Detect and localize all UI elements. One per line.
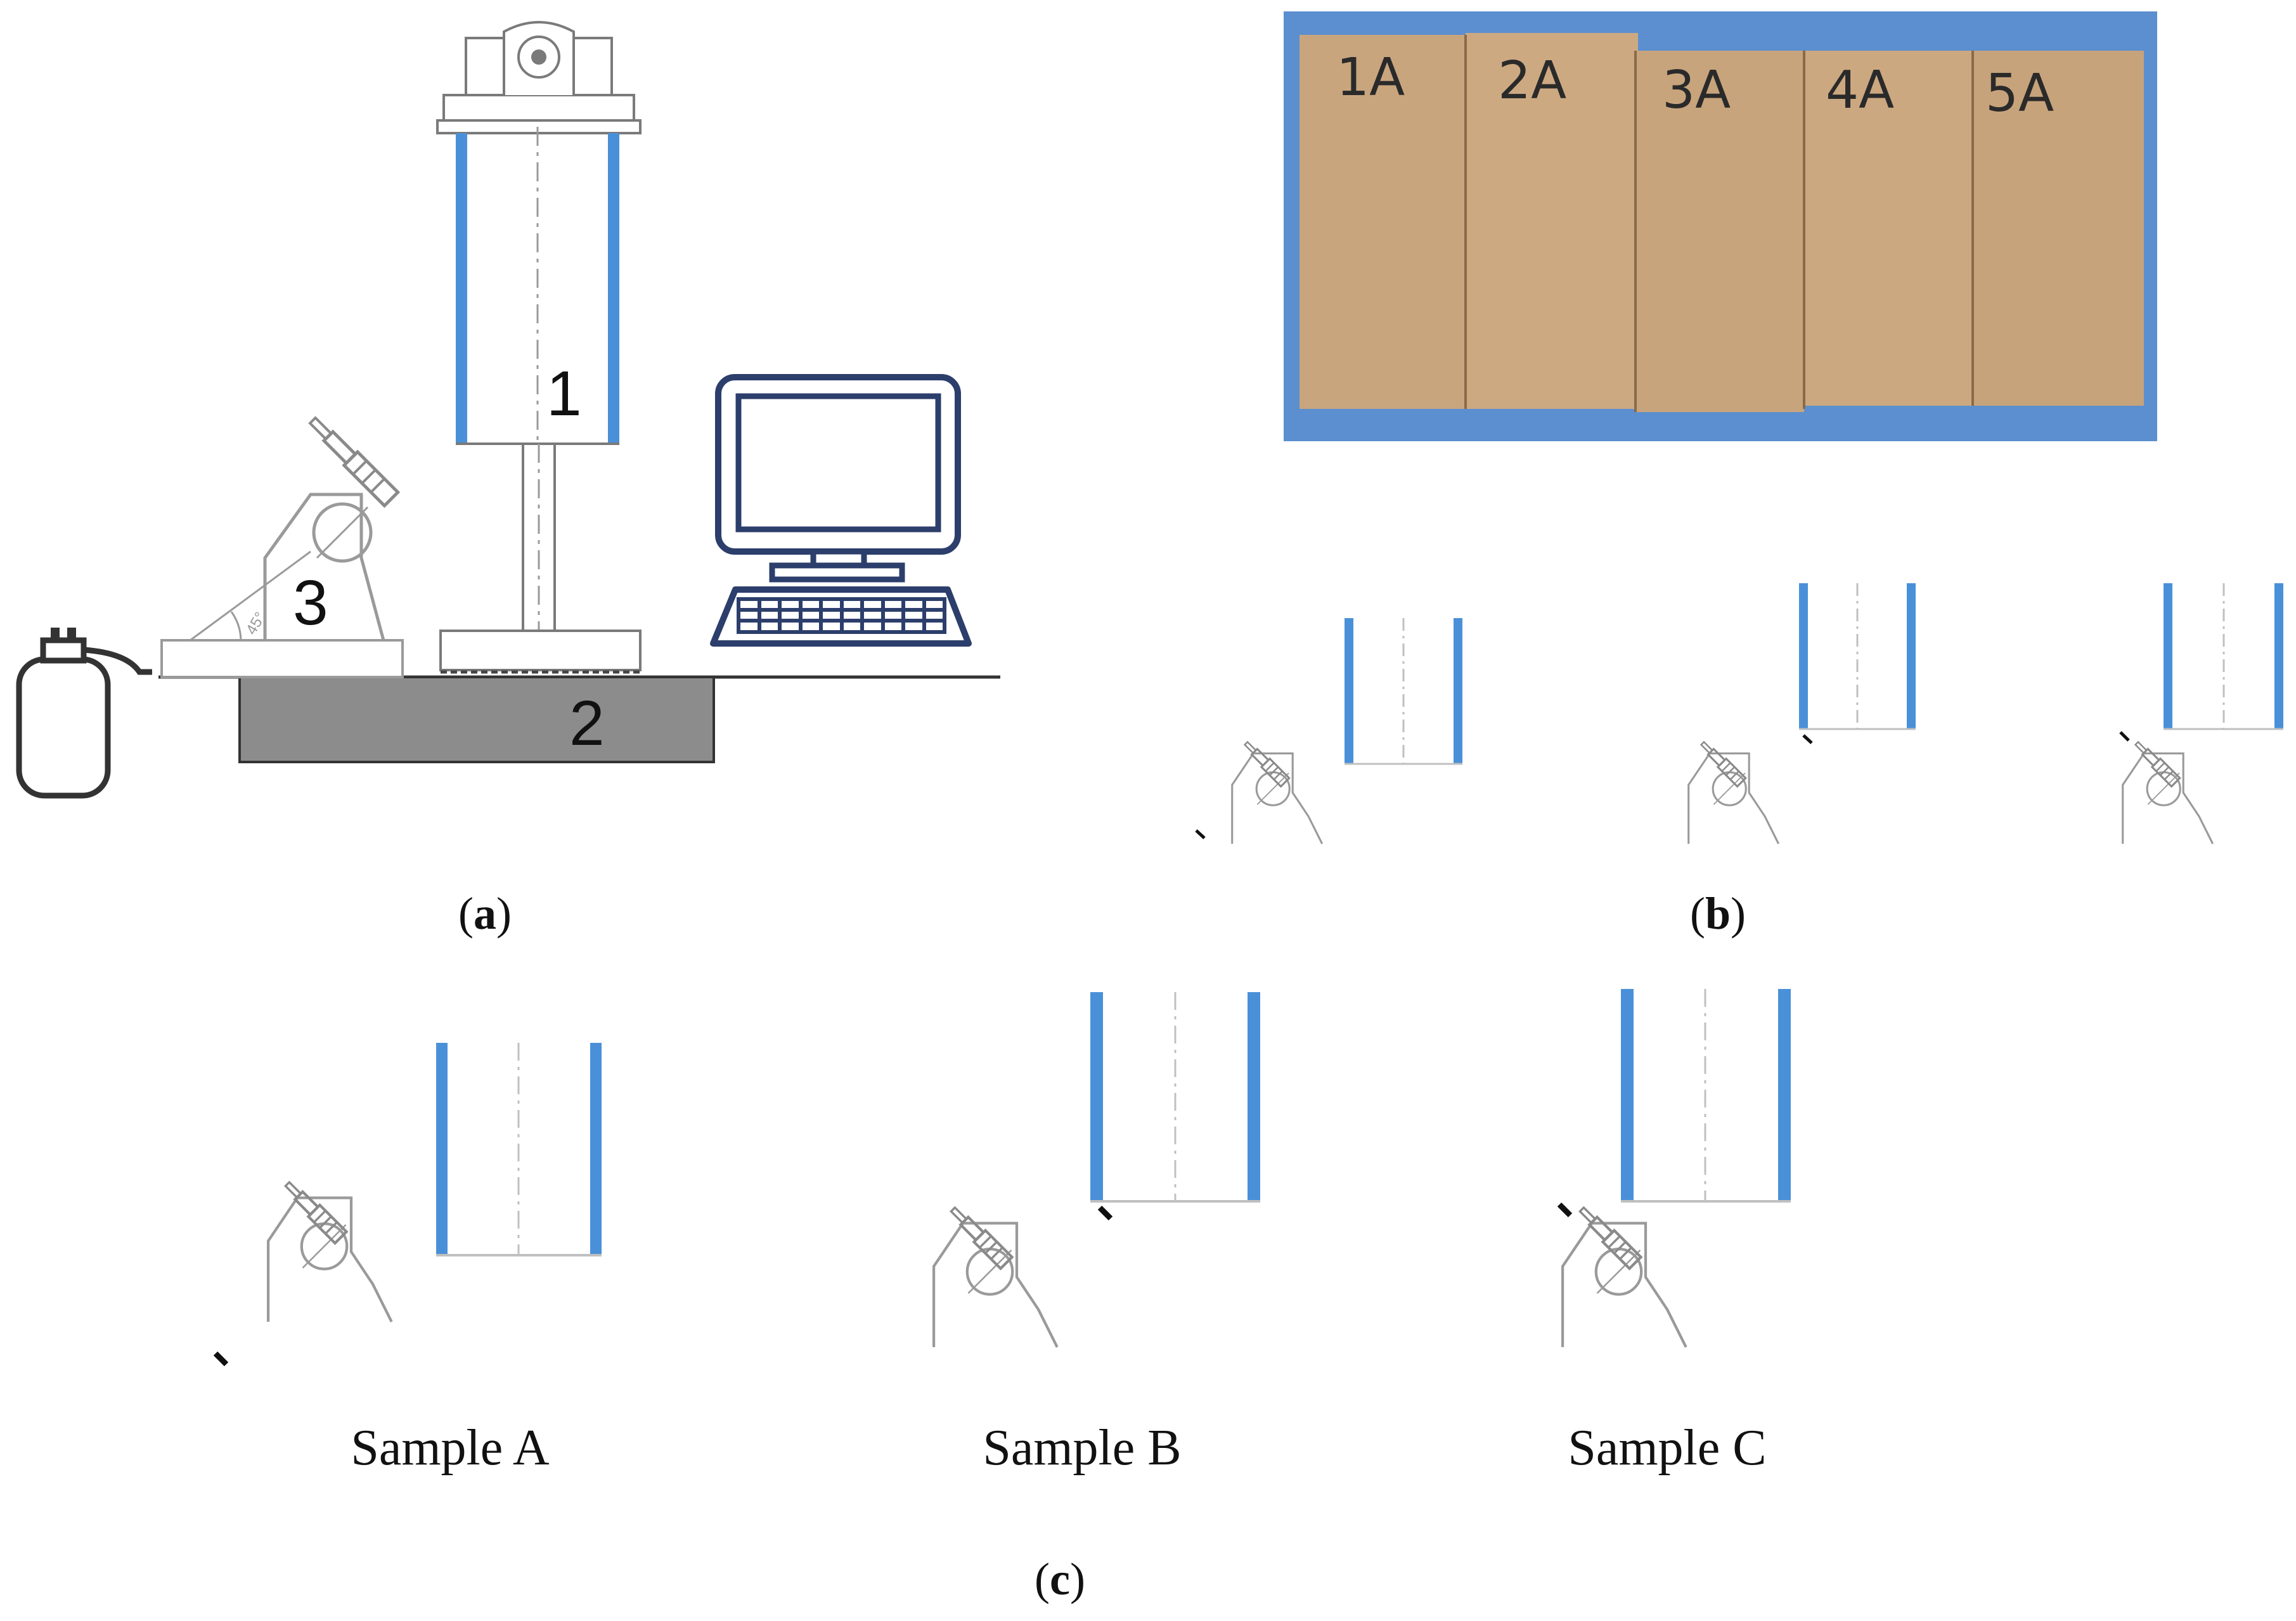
base-block xyxy=(238,676,715,763)
position-sketch-1 xyxy=(1195,618,1462,845)
panel-a: 2 45° 3 xyxy=(16,21,1000,939)
sample-b-sketch xyxy=(934,992,1260,1347)
sample-b-label: Sample B xyxy=(983,1420,1181,1476)
photo-label-4A: 4A xyxy=(1826,60,1894,120)
panel-c: Sample A Sample B Sample C (c) xyxy=(213,989,1791,1605)
specimen-photo: 1A 2A 3A 4A 5A xyxy=(1284,11,2157,441)
position-sketch-2 xyxy=(1687,583,1916,845)
panel-b: 1A 2A 3A 4A 5A xyxy=(1195,11,2283,939)
photo-label-2A: 2A xyxy=(1498,51,1566,111)
label-2: 2 xyxy=(569,688,605,759)
label-1: 1 xyxy=(546,358,582,429)
sample-c-sketch xyxy=(1557,989,1791,1347)
caption-a: (a) xyxy=(458,888,512,939)
sample-a-label: Sample A xyxy=(351,1420,550,1476)
photo-label-1A: 1A xyxy=(1336,48,1405,108)
test-column xyxy=(436,21,642,674)
sample-c-label: Sample C xyxy=(1568,1420,1766,1476)
caption-b: (b) xyxy=(1690,888,1746,939)
photo-label-5A: 5A xyxy=(1985,63,2054,124)
sample-a-sketch xyxy=(213,1043,602,1367)
photo-label-3A: 3A xyxy=(1662,60,1731,120)
computer-icon xyxy=(710,374,972,647)
label-3: 3 xyxy=(293,567,328,638)
gas-bottle-icon xyxy=(16,628,152,799)
caption-c: (c) xyxy=(1035,1554,1085,1605)
position-sketch-3 xyxy=(2119,583,2283,845)
holder-plate xyxy=(160,639,404,678)
